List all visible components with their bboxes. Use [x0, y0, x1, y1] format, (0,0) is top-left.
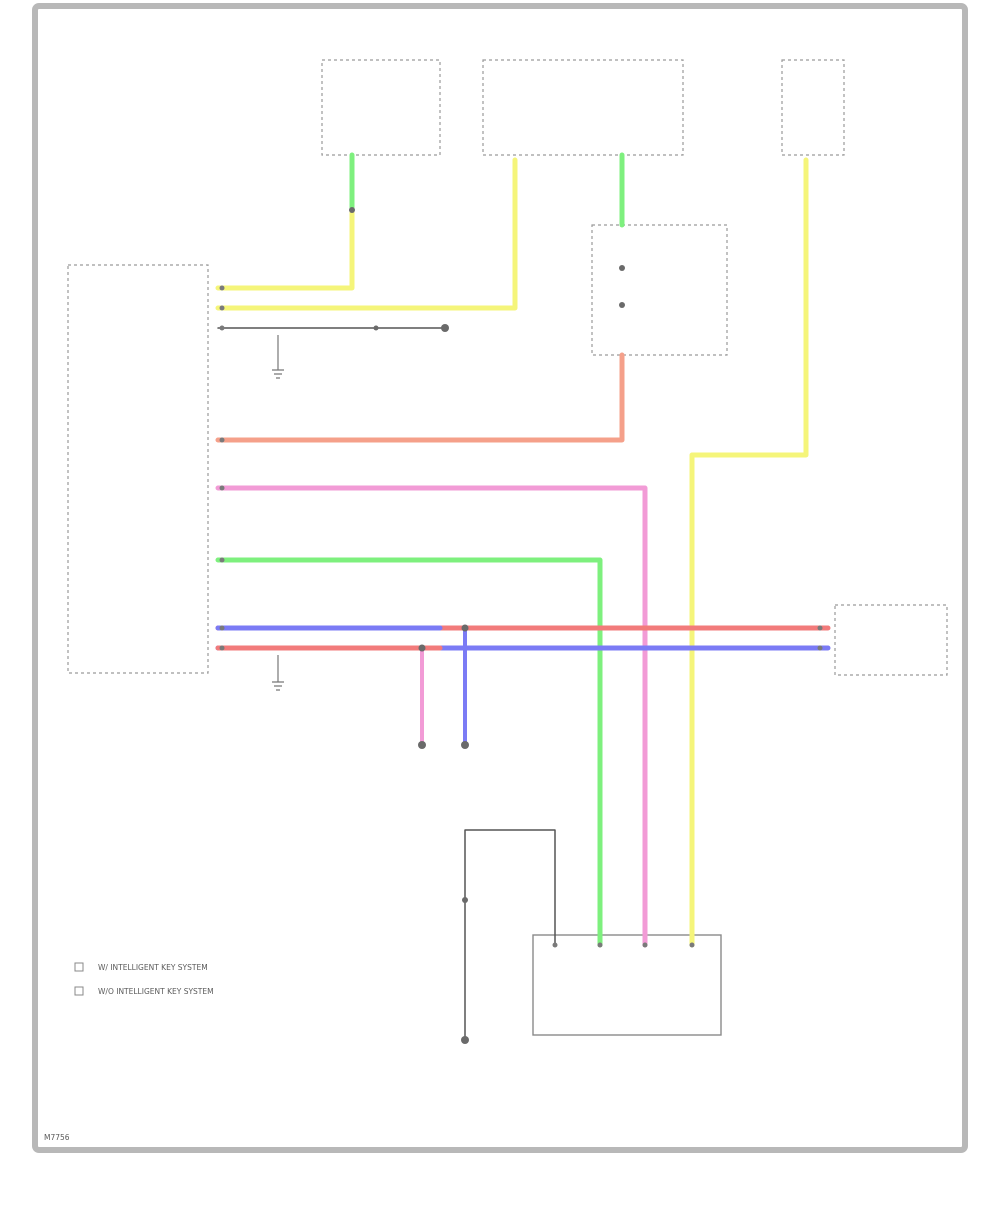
control-unit-left [67, 264, 209, 674]
legend-item-1: W/ INTELLIGENT KEY SYSTEM [98, 963, 208, 972]
unit-pins [219, 285, 823, 948]
wire-pink [215, 485, 648, 948]
control-module-right [834, 604, 948, 676]
junction-dot [373, 325, 379, 331]
junction-dot [461, 624, 469, 632]
junction-dot [349, 207, 355, 213]
diagram-id: M7756 [44, 1133, 70, 1142]
junction-dot [619, 302, 625, 308]
switch-unit-bottom [532, 934, 722, 1036]
wire-yellow-2 [215, 157, 518, 311]
fuse-box-3 [781, 59, 845, 156]
ground-dot [461, 1036, 469, 1044]
wire-salmon [215, 352, 625, 443]
junction-dot [418, 644, 426, 652]
fuse-box-2 [482, 59, 684, 156]
diagram-frame [32, 3, 968, 1153]
wire-yellow-long [689, 157, 809, 948]
legend-item-2: W/O INTELLIGENT KEY SYSTEM [98, 987, 214, 996]
wire-green-long [215, 557, 603, 948]
wire-ground-bottom [464, 829, 556, 1041]
combination-meter [591, 224, 728, 356]
terminal-dot [418, 741, 426, 749]
ground-symbol [272, 335, 284, 691]
ground-dot [441, 324, 449, 332]
fuse-box-1 [321, 59, 441, 156]
junction-dot [462, 897, 468, 903]
terminal-dot [461, 741, 469, 749]
wire-yellow-1 [215, 207, 355, 291]
legend-markers [74, 962, 84, 996]
junction-dot [619, 265, 625, 271]
